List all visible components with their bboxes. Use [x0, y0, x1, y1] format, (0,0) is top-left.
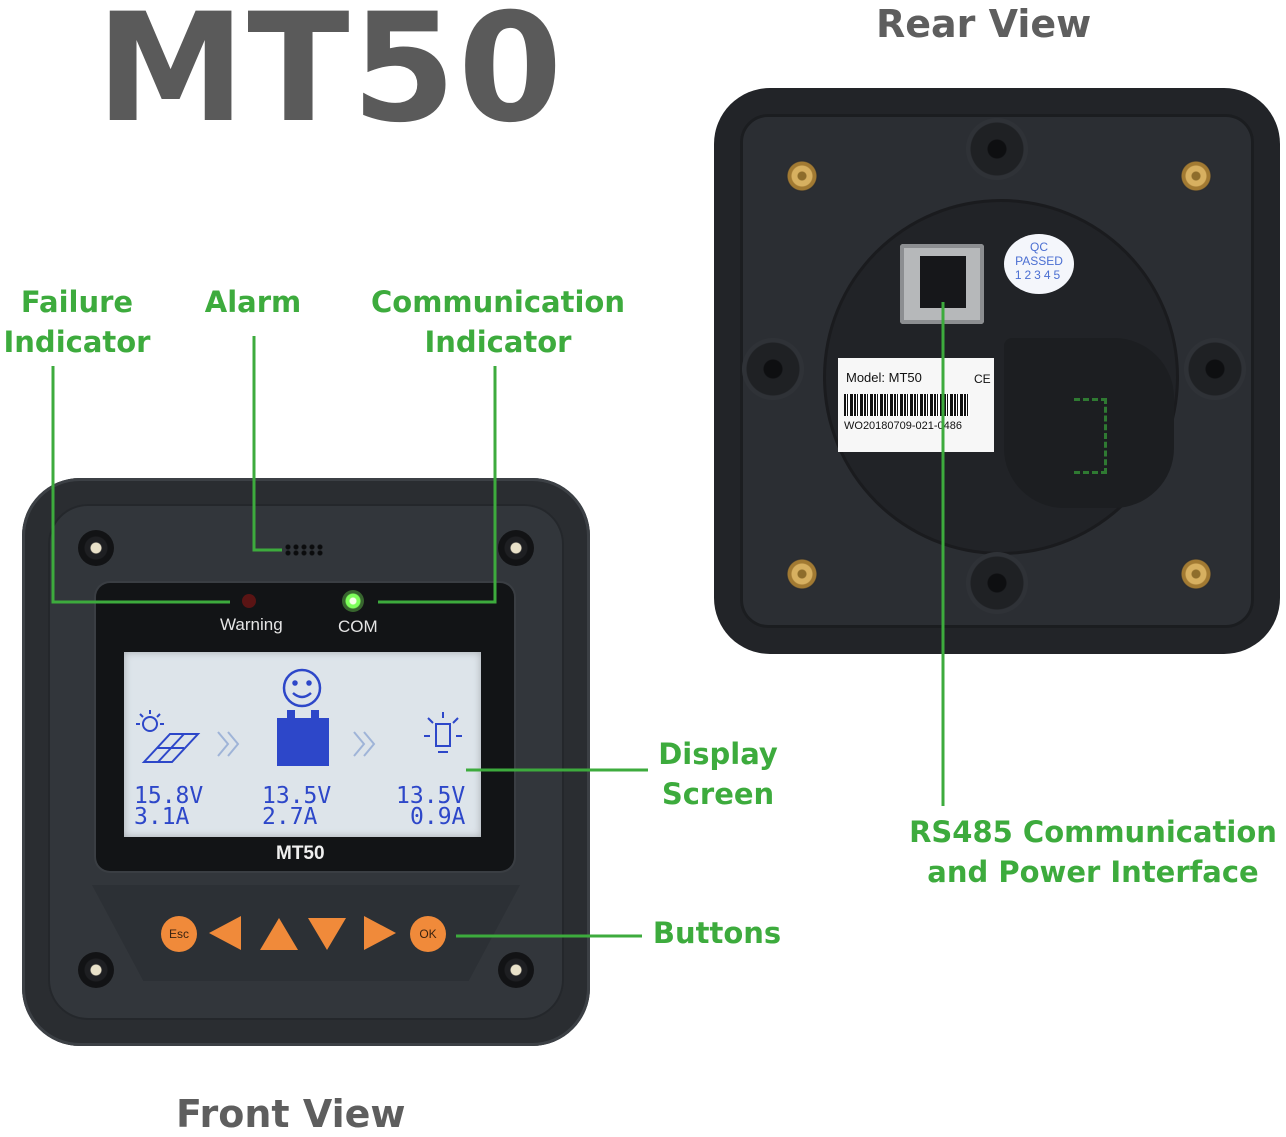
- qc-passed-sticker: QC PASSED 12345: [1004, 234, 1074, 294]
- page-title: MT50: [96, 0, 565, 156]
- esc-button[interactable]: Esc: [161, 916, 197, 952]
- model-label-text: Model: MT50: [846, 370, 922, 385]
- qc-passed-label: PASSED: [1015, 254, 1063, 268]
- rear-mount-boss-right: [1184, 338, 1246, 400]
- battery-current: 2.7A: [262, 804, 318, 830]
- pv-voltage: 15.8V: [134, 783, 204, 809]
- com-led: [342, 590, 364, 612]
- buttons-callout: Buttons: [652, 916, 782, 950]
- smiley-icon: [282, 668, 322, 708]
- warning-led: [242, 594, 256, 608]
- load-voltage: 13.5V: [396, 783, 466, 809]
- communication-indicator-line-2: Indicator: [424, 325, 572, 359]
- solar-panel-icon: [141, 733, 201, 763]
- pv-current: 3.1A: [134, 804, 190, 830]
- com-led-label: COM: [338, 617, 378, 636]
- down-arrow-button[interactable]: [308, 918, 346, 950]
- failure-indicator-line-2: Indicator: [3, 325, 151, 359]
- qc-numbers: 12345: [1014, 268, 1064, 282]
- alarm-leader: [252, 336, 282, 552]
- brass-insert-icon: [786, 558, 818, 590]
- load-current: 0.9A: [410, 804, 466, 830]
- battery-voltage: 13.5V: [262, 783, 332, 809]
- alarm-callout: Alarm: [204, 285, 302, 319]
- brass-insert-icon: [786, 160, 818, 192]
- rj45-port-opening: [920, 256, 966, 308]
- screw-icon: [498, 952, 534, 988]
- rear-mount-boss-top: [966, 118, 1028, 180]
- communication-indicator-callout: Communication Indicator: [362, 282, 634, 362]
- qc-label: QC: [1030, 240, 1048, 254]
- rear-cover-mark: [1074, 398, 1107, 474]
- light-bulb-icon: [424, 712, 462, 753]
- brass-insert-icon: [1180, 558, 1212, 590]
- failure-indicator-leader: [51, 366, 230, 604]
- display-screen-line-1: Display: [658, 737, 778, 771]
- rear-view-title: Rear View: [876, 2, 1092, 46]
- display-screen-line-2: Screen: [661, 777, 775, 811]
- ce-mark: CE: [974, 372, 991, 386]
- sun-icon: [136, 710, 164, 732]
- failure-indicator-callout: Failure Indicator: [2, 282, 152, 362]
- display-screen-callout: Display Screen: [652, 734, 784, 814]
- serial-number: WO20180709-021-0486: [844, 420, 963, 432]
- barcode-icon: [844, 394, 970, 416]
- rear-mount-boss-bottom: [966, 552, 1028, 614]
- right-arrow-button[interactable]: [364, 916, 396, 950]
- buzzer-grille: [284, 544, 324, 556]
- ok-button[interactable]: OK: [410, 916, 446, 952]
- warning-led-label: Warning: [220, 615, 283, 634]
- rs485-line-2: and Power Interface: [927, 855, 1259, 889]
- rs485-callout: RS485 Communication and Power Interface: [902, 812, 1284, 892]
- front-view-title: Front View: [176, 1092, 406, 1136]
- communication-indicator-line-1: Communication: [370, 285, 625, 319]
- communication-indicator-leader: [378, 366, 497, 604]
- flow-arrow-icon: [217, 731, 376, 757]
- screw-icon: [78, 530, 114, 566]
- brass-insert-icon: [1180, 160, 1212, 192]
- left-arrow-button[interactable]: [209, 916, 241, 950]
- rear-mount-boss-left: [742, 338, 804, 400]
- screw-icon: [78, 952, 114, 988]
- failure-indicator-line-1: Failure: [20, 285, 134, 319]
- lcd-display: 15.8V 3.1A 13.5V 2.7A 13.5V 0.9A: [124, 652, 481, 837]
- up-arrow-button[interactable]: [260, 918, 298, 950]
- rs485-line-1: RS485 Communication: [909, 815, 1277, 849]
- screw-icon: [498, 530, 534, 566]
- lcd-graphics: [136, 668, 462, 766]
- battery-icon: [277, 710, 329, 766]
- device-model-name: MT50: [276, 843, 325, 864]
- rear-cover-plate: [1004, 338, 1174, 508]
